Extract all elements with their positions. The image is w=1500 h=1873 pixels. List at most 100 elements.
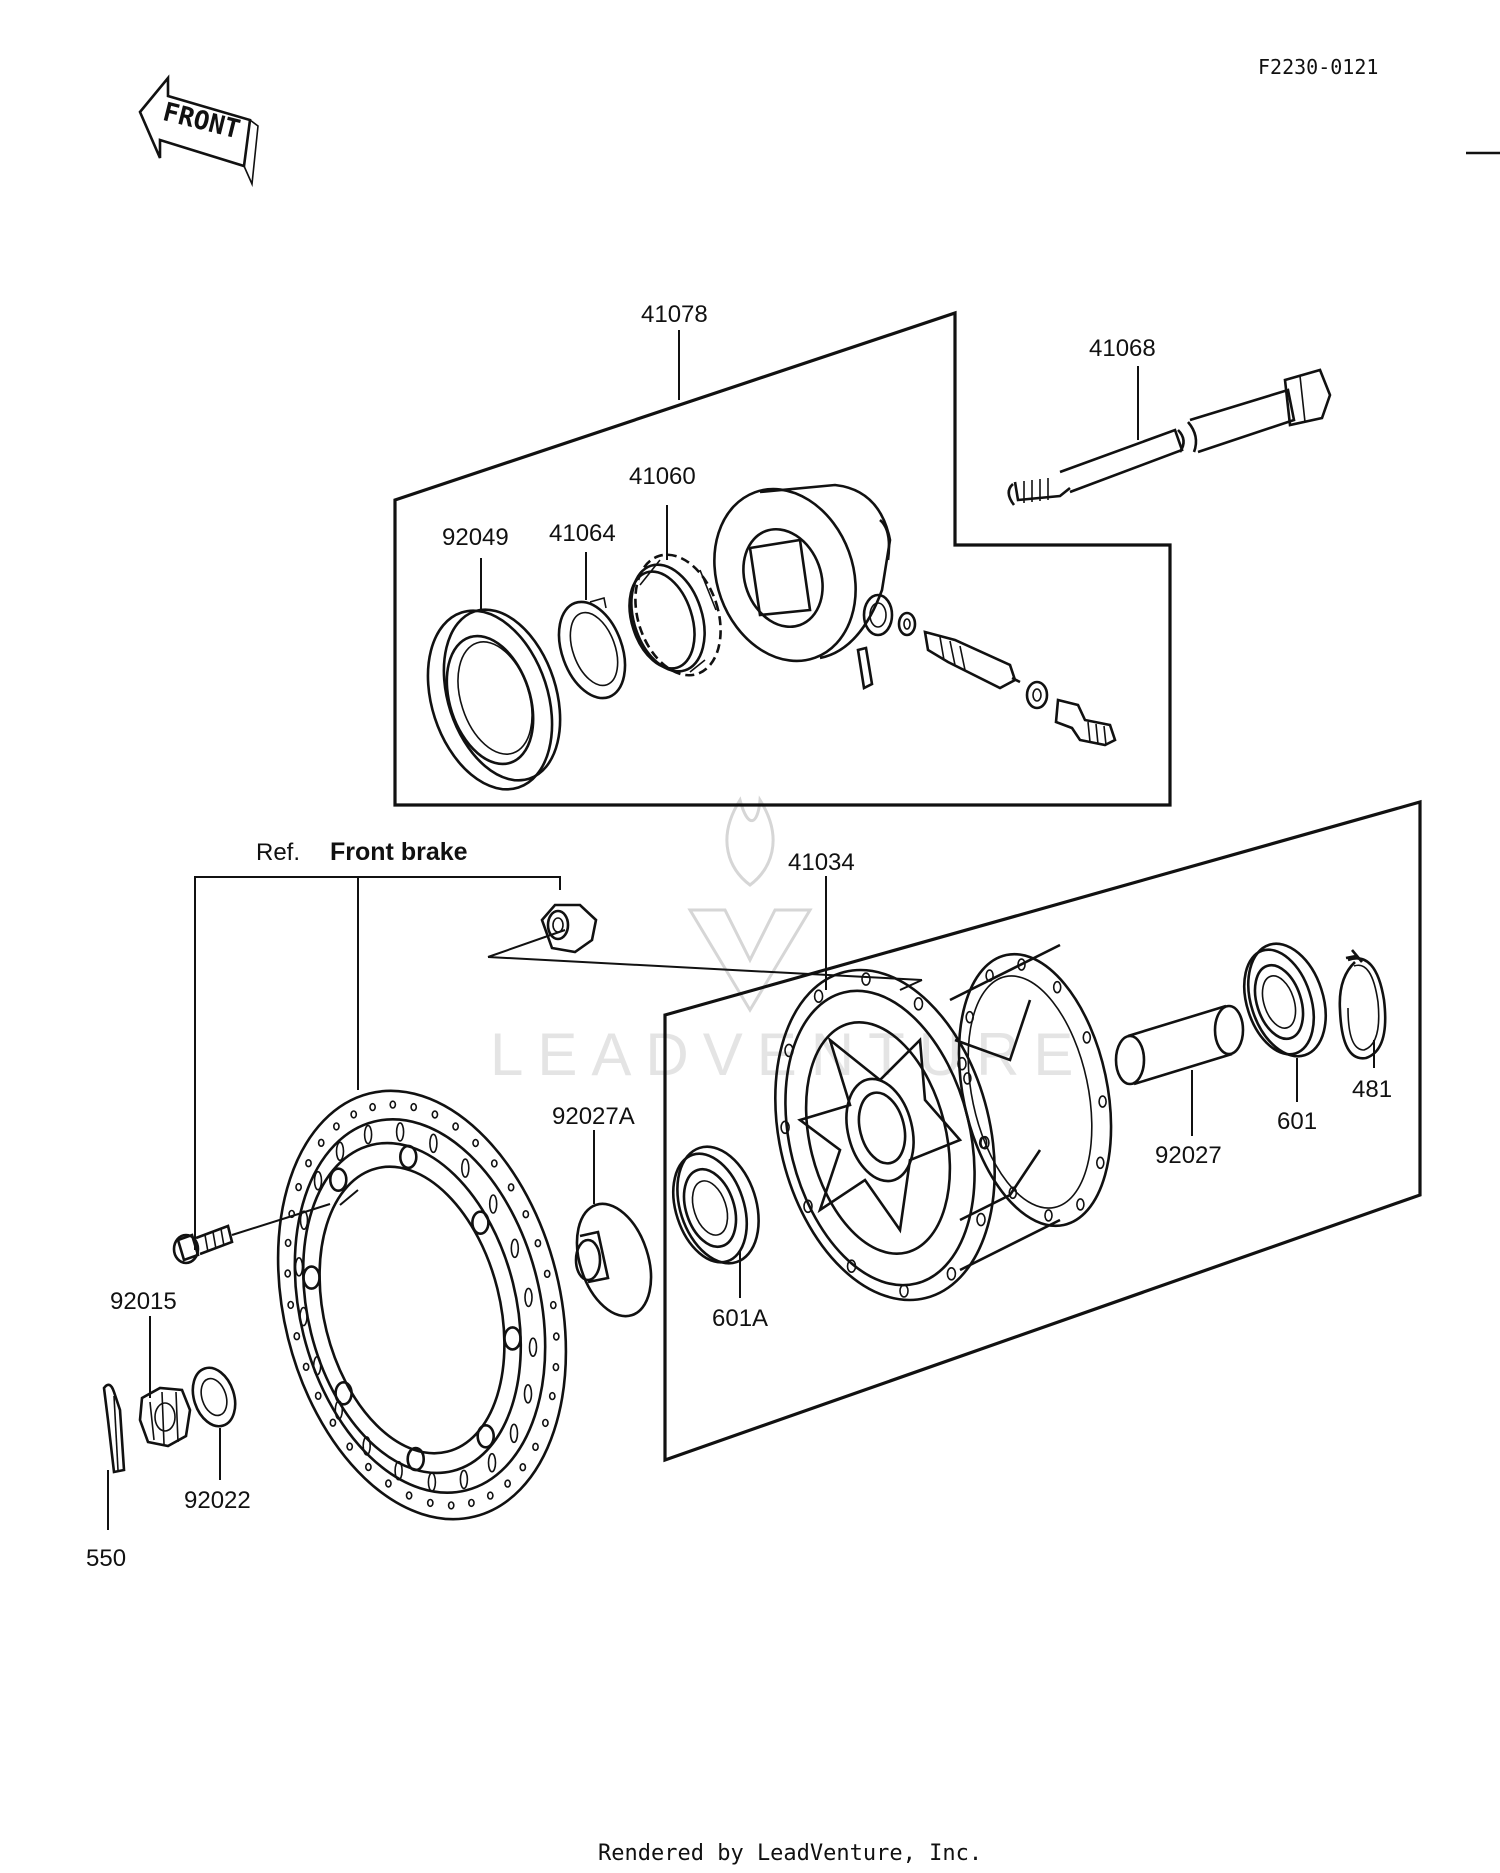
disc-slot [429,1133,438,1154]
disc-vent-hole [507,1183,515,1192]
disc-vent-hole [467,1498,475,1508]
disc-vent-hole [332,1122,340,1131]
disc-slot [294,1257,304,1277]
part-label-41068: 41068 [1089,335,1156,362]
disc-mount-hole [503,1326,522,1351]
disc-vent-hole [384,1479,392,1488]
disc-slots [294,1122,538,1492]
wheel-hub-41034 [774,943,1113,1302]
assembly-frame-41078 [393,310,1172,807]
disc-vent-hole [426,1498,434,1508]
disc-vent-hole [548,1391,556,1401]
hub-flange-holes-left [780,972,990,1298]
axle-41068 [1007,368,1332,506]
disc-slot [510,1238,520,1259]
hub-flange-hole [980,1135,990,1150]
part-label-92049: 92049 [442,524,509,551]
part-label-41064: 41064 [549,520,616,547]
disc-vent-hole [405,1491,413,1500]
oil-seal-92049 [426,608,562,791]
disc-vent-hole [490,1159,498,1168]
disc-mount-hole [302,1265,321,1290]
hub-flange-hole [803,1199,813,1214]
speedometer-gear-housing [713,483,894,690]
disc-vent-hole [329,1418,337,1427]
bearing-601 [1242,942,1327,1058]
part-label-41078: 41078 [641,301,708,328]
disc-vent-hole [369,1102,376,1112]
disc-slot [427,1472,437,1492]
figure-code: F2230-0121 [1258,55,1378,79]
reference-leader-lines [194,876,923,1250]
hub-flange-hole [1098,1095,1107,1108]
washer-92022 [191,1366,237,1428]
disc-vent-hole [389,1100,397,1109]
hub-flange-hole [1052,980,1062,994]
disc-slot [362,1436,372,1456]
disc-vent-hole [317,1138,325,1148]
disc-vent-holes [284,1100,560,1510]
disc-slot [312,1355,322,1376]
disc-mount-hole [476,1424,496,1449]
part-label-41034: 41034 [788,849,855,876]
disc-vent-hole [452,1122,459,1131]
hub-flange-hole [985,969,994,982]
reference-name: Front brake [330,838,468,866]
disc-slot [299,1306,308,1327]
hub-flange-hole [1017,958,1026,971]
reference-prefix: Ref. [256,839,300,866]
hub-flange-hole [965,1010,975,1024]
disc-vent-hole [431,1110,439,1119]
part-label-481: 481 [1352,1076,1392,1103]
disc-bolt [172,1203,331,1265]
disc-slot [528,1337,538,1357]
disc-mount-hole [406,1446,426,1472]
part-label-601: 601 [1277,1108,1317,1135]
disc-vent-hole [288,1209,296,1219]
footer-credit: Rendered by LeadVenture, Inc. [598,1841,982,1866]
part-label-550: 550 [86,1545,126,1572]
disc-vent-hole [302,1362,310,1372]
bearing-601A [672,1145,760,1265]
part-label-92027: 92027 [1155,1142,1222,1169]
front-arrow-icon: FRONT [138,74,259,188]
hub-flange-hole [780,1120,790,1135]
hub-flange-hole [957,1056,967,1071]
hub-flange-hole [1008,1186,1018,1200]
disc-mount-hole [334,1381,353,1406]
hub-flange-hole [846,1259,857,1273]
disc-vent-hole [534,1238,542,1248]
disc-mount-hole [471,1210,490,1235]
speedometer-pinion [897,611,1117,747]
hub-flange-holes-right [963,958,1107,1222]
disc-vent-hole [287,1300,295,1310]
hub-flange-hole [978,1136,988,1149]
disc-slot [524,1287,533,1308]
disc-vent-hole [410,1102,418,1112]
disc-slot [487,1452,497,1473]
hub-flange-hole [946,1267,957,1281]
disc-vent-hole [552,1332,560,1341]
disc-slot [460,1158,470,1178]
disc-vent-hole [284,1269,292,1278]
gear-41060 [628,553,722,677]
cotter-pin-550 [102,1383,126,1474]
disc-vent-hole [549,1300,557,1310]
disc-slot [488,1194,498,1214]
hub-flange-hole [976,1212,986,1227]
hub-flange-hole [1082,1031,1092,1044]
disc-vent-hole [552,1362,560,1372]
part-label-92027A: 92027A [552,1103,635,1130]
disc-vent-hole [472,1138,479,1148]
disc-mount-hole [328,1167,348,1192]
disc-vent-hole [486,1491,494,1500]
washer-41064 [557,596,627,700]
disc-vent-hole [504,1479,511,1488]
disc-slot [509,1423,519,1444]
hub-flange-hole [963,1072,972,1085]
disc-slot [394,1460,403,1481]
nut-brake-disc [540,903,598,954]
disc-vent-hole [519,1462,527,1472]
assembly-frame-41034 [663,799,1422,1463]
